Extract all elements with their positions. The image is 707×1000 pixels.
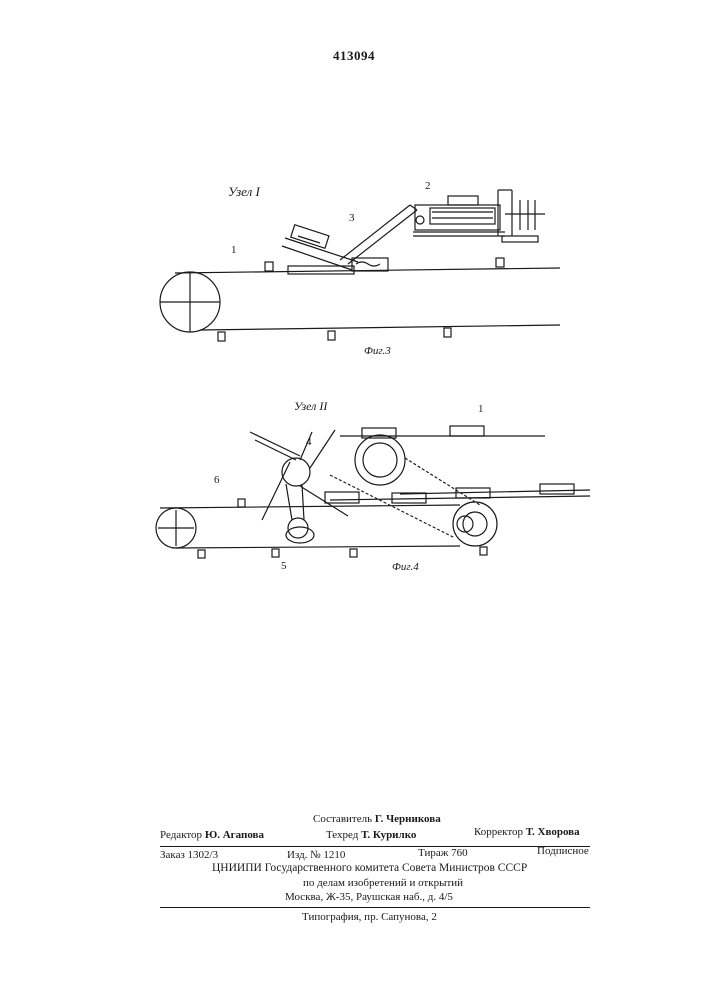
conveyor-belt-bottom [200,325,560,330]
figure-4-node-label: Узел II [294,399,327,414]
callout-1: 1 [478,403,484,415]
figure-3-caption: Фиг.3 [364,345,391,357]
callout-5: 5 [281,560,287,572]
order-number: Заказ 1302/3 [160,849,218,861]
printer-line: Типография, пр. Сапунова, 2 [302,911,437,923]
conveyor-belt-top [160,505,460,508]
imprint-divider [160,846,590,847]
subscription-note: Подписное [537,845,589,857]
callout-4: 4 [306,436,312,448]
figure-3-drawing [160,190,560,341]
editor-line: Редактор Ю. Агапова [160,829,264,841]
figure-4-caption: Фиг.4 [392,561,419,573]
callout-2: 2 [425,180,431,192]
conveyor-belt-bottom [176,546,460,548]
corrector-line: Корректор Т. Хворова [474,826,580,838]
org-line-1: ЦНИИПИ Государственного комитета Совета … [212,862,527,874]
edition-number: Изд. № 1210 [287,849,345,861]
org-line-2: по делам изобретений и открытий [303,877,463,889]
figure-3-node-label: Узел I [228,184,260,200]
print-run: Тираж 760 [418,847,468,859]
org-line-3: Москва, Ж-35, Раушская наб., д. 4/5 [285,891,453,903]
imprint-divider [160,907,590,908]
figure-4-drawing [156,426,590,558]
callout-1: 1 [231,244,237,256]
callout-3: 3 [349,212,355,224]
compiler-line: Составитель Г. Черникова [313,813,441,825]
callout-6: 6 [214,474,220,486]
techred-line: Техред Т. Курилко [326,829,416,841]
